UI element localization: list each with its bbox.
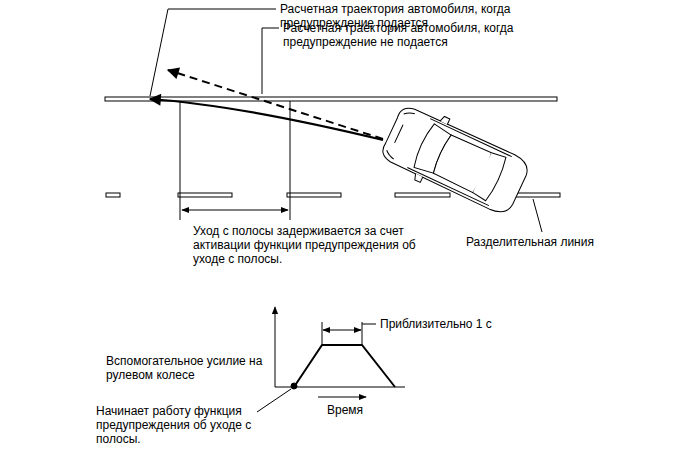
dimension-arrow	[182, 210, 288, 211]
axis-label: Вспомогательное усилие на рулевом колесе	[106, 354, 266, 382]
note-label: Уход с полосы задерживается за счет акти…	[193, 224, 433, 266]
dimension-line	[322, 322, 323, 344]
leader-line	[150, 9, 276, 96]
start-dot	[291, 383, 297, 389]
note-label: Начинает работу функция предупреждения о…	[96, 404, 271, 446]
time-arrow	[318, 397, 366, 398]
dimension-label: Приблизительно 1 с	[380, 317, 540, 331]
part-label: Разделительная линия	[466, 235, 646, 249]
trajectory-no-warning	[168, 70, 383, 139]
dimension-arrow	[323, 330, 361, 331]
callout-label: Расчетная траектория автомобиля, когда п…	[283, 21, 533, 49]
leader-line	[533, 199, 542, 232]
car	[377, 99, 535, 222]
trajectory-warning	[150, 99, 383, 140]
graph-axis	[275, 307, 276, 387]
leader-line	[362, 324, 376, 325]
leader-line	[262, 28, 279, 94]
assist-force-curve	[294, 345, 395, 387]
leader-line	[257, 389, 291, 412]
dimension-line	[180, 101, 181, 220]
axis-label: Время	[327, 403, 407, 417]
dimension-line	[362, 322, 363, 344]
